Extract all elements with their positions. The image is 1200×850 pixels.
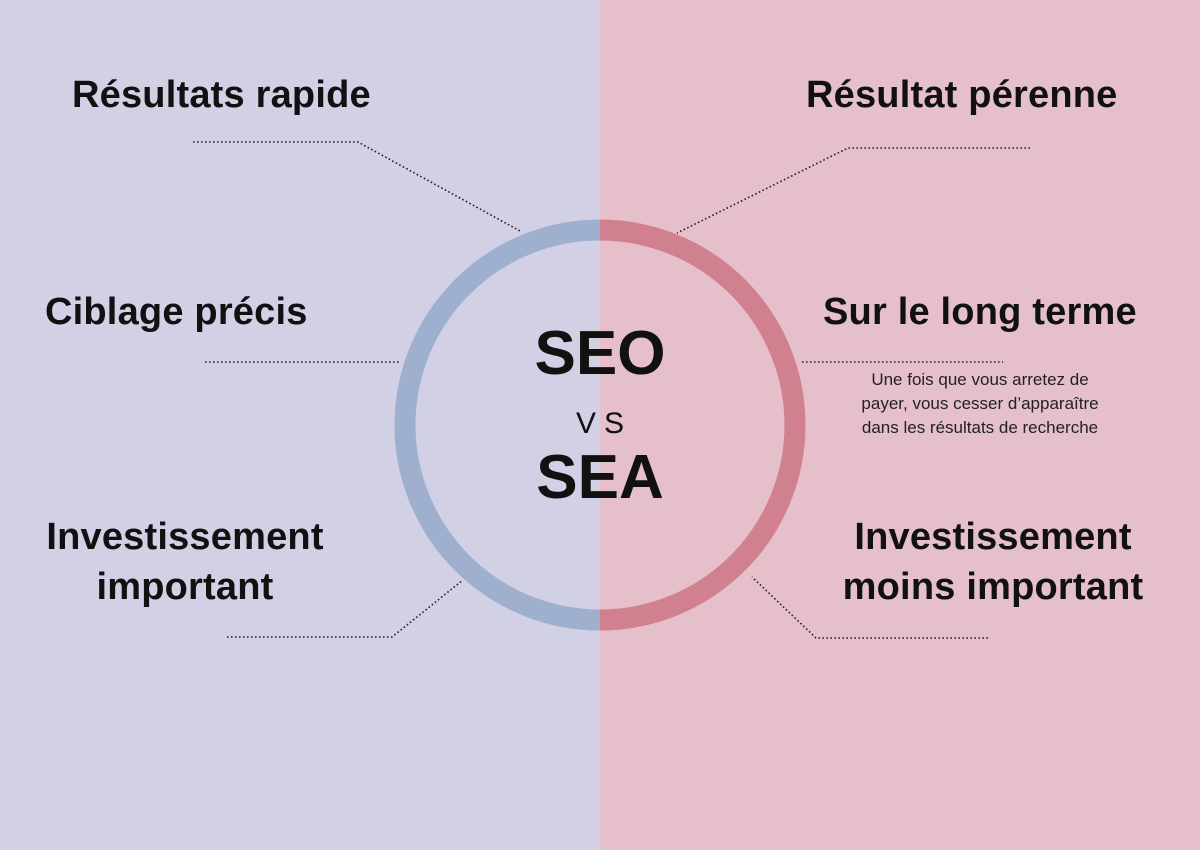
sea-ring-half [599, 219, 806, 631]
sea-panel-background [600, 0, 1200, 850]
sea-point-label: Investissement [854, 516, 1132, 558]
sea-note-line: Une fois que vous arretez de [871, 370, 1089, 389]
seo-title: SEO [534, 319, 666, 388]
sea-point-label: Sur le long terme [823, 291, 1137, 333]
seo-point-label: Investissement [46, 516, 324, 558]
sea-point-label: Résultat pérenne [806, 74, 1118, 116]
sea-note: Une fois que vous arretez de payer, vous… [810, 368, 1150, 440]
sea-note-line: dans les résultats de recherche [861, 418, 1099, 437]
connector-line-investissement-moins-important [751, 576, 988, 639]
sea-point-label: moins important [842, 566, 1144, 608]
connector-line-resultat-perenne [676, 147, 1030, 234]
seo-point-label: Ciblage précis [45, 291, 308, 333]
seo-ring-half [394, 219, 601, 631]
sea-title: SEA [536, 443, 664, 512]
sea-note-line: payer, vous cesser d’apparaître [861, 394, 1099, 413]
seo-panel-background [0, 0, 600, 850]
connector-line-investissement-important [227, 579, 464, 638]
seo-point-label: Résultats rapide [72, 74, 371, 116]
connector-line-resultats-rapide [193, 141, 521, 232]
versus-label: VS [575, 407, 633, 440]
seo-point-label: important [96, 566, 274, 608]
